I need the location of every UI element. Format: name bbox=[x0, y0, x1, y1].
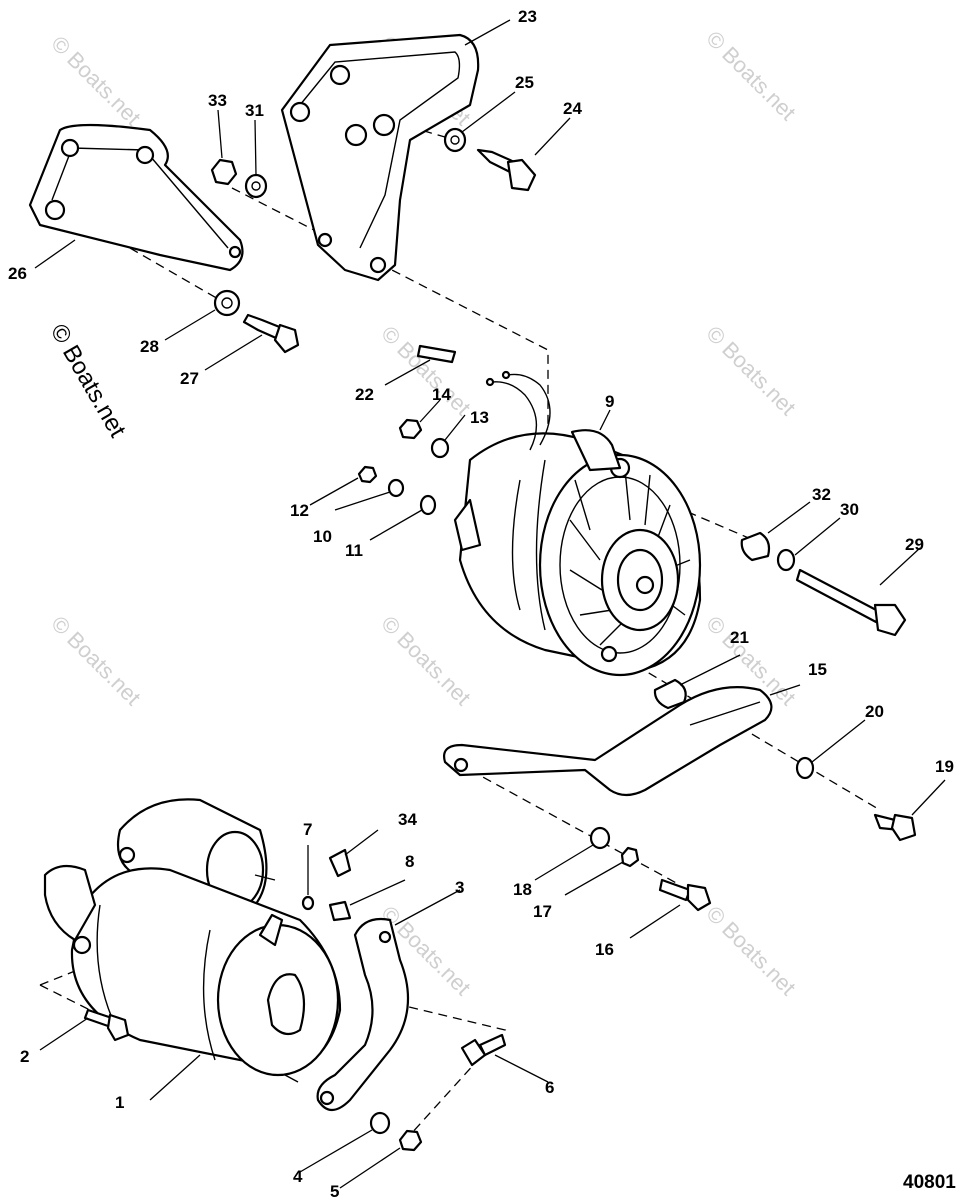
callout-20: 20 bbox=[865, 702, 884, 721]
watermark: © Boats.net bbox=[701, 321, 800, 420]
callout-23: 23 bbox=[518, 7, 537, 26]
callout-3: 3 bbox=[455, 878, 464, 897]
callout-15: 15 bbox=[808, 660, 827, 679]
callout-32: 32 bbox=[812, 485, 831, 504]
left-bracket bbox=[28, 123, 244, 272]
callout-30: 30 bbox=[840, 500, 859, 519]
figure-number: 40801 bbox=[903, 1172, 956, 1193]
callout-34: 34 bbox=[398, 810, 417, 829]
callout-7: 7 bbox=[303, 820, 312, 839]
callout-14: 14 bbox=[432, 385, 451, 404]
callout-10: 10 bbox=[313, 527, 332, 546]
callout-25: 25 bbox=[515, 73, 534, 92]
callout-18: 18 bbox=[513, 880, 532, 899]
callout-8: 8 bbox=[405, 852, 414, 871]
callout-11: 11 bbox=[345, 541, 363, 560]
callout-31: 31 bbox=[245, 101, 264, 120]
watermark: © Boats.net bbox=[46, 611, 145, 710]
adjusting-brace bbox=[443, 686, 773, 797]
callout-33: 33 bbox=[208, 91, 227, 110]
watermark: © Boats.net bbox=[376, 611, 475, 710]
watermark: © Boats.net bbox=[46, 31, 145, 130]
watermark: © Boats.net bbox=[701, 26, 800, 125]
callout-17: 17 bbox=[533, 902, 552, 921]
callout-29: 29 bbox=[905, 535, 924, 554]
callout-4: 4 bbox=[293, 1167, 303, 1186]
callout-26: 26 bbox=[8, 264, 27, 283]
hardware bbox=[83, 127, 917, 1152]
callout-22: 22 bbox=[355, 385, 374, 404]
callout-16: 16 bbox=[595, 940, 614, 959]
callout-1: 1 bbox=[115, 1093, 124, 1112]
upper-alternator-bracket bbox=[280, 33, 480, 282]
callouts: 1 2 3 4 5 6 7 8 9 10 11 12 13 14 15 16 1… bbox=[8, 7, 954, 1200]
watermark: © Boats.net bbox=[376, 321, 475, 420]
callout-9: 9 bbox=[605, 392, 614, 411]
alternator bbox=[453, 370, 702, 677]
watermark: © Boats.net bbox=[701, 901, 800, 1000]
callout-2: 2 bbox=[20, 1047, 29, 1066]
callout-27: 27 bbox=[180, 369, 199, 388]
starter-motor bbox=[43, 798, 342, 1083]
watermark-main: © Boats.net bbox=[45, 320, 131, 443]
starter-bracket bbox=[316, 917, 410, 1112]
callout-12: 12 bbox=[290, 501, 309, 520]
callout-24: 24 bbox=[563, 99, 582, 118]
callout-5: 5 bbox=[330, 1182, 339, 1200]
callout-21: 21 bbox=[730, 628, 749, 647]
callout-6: 6 bbox=[545, 1078, 554, 1097]
leader-lines bbox=[34, 19, 946, 1189]
callout-28: 28 bbox=[140, 337, 159, 356]
callout-13: 13 bbox=[470, 408, 489, 427]
callout-19: 19 bbox=[935, 757, 954, 776]
